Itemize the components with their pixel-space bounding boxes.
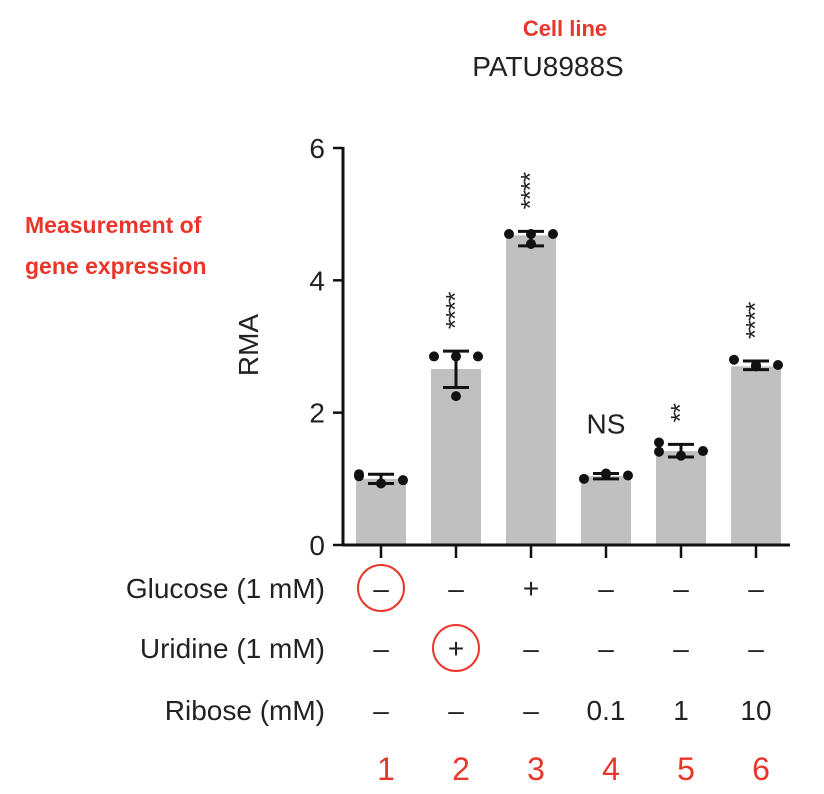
data-point xyxy=(751,360,761,371)
data-point xyxy=(504,229,514,240)
column-number: 2 xyxy=(452,751,470,787)
condition-value: 1 xyxy=(673,695,689,726)
ylabel-annotation-line1: Measurement of xyxy=(25,212,202,238)
bar xyxy=(506,235,556,545)
significance-label: **** xyxy=(740,302,770,339)
data-point xyxy=(526,229,536,240)
condition-value: 0.1 xyxy=(587,695,626,726)
data-point xyxy=(623,470,633,481)
bar xyxy=(356,478,406,545)
data-point xyxy=(548,229,558,240)
condition-label: Glucose (1 mM) xyxy=(126,573,325,604)
condition-value: – xyxy=(673,633,689,664)
data-point xyxy=(376,478,386,489)
data-point xyxy=(473,351,483,362)
data-point xyxy=(398,475,408,486)
data-point xyxy=(601,468,611,479)
condition-value: – xyxy=(448,695,464,726)
column-number: 1 xyxy=(377,751,395,787)
data-point xyxy=(698,446,708,457)
data-point xyxy=(526,238,536,249)
condition-value: + xyxy=(523,573,539,604)
annotation-circle xyxy=(432,624,480,672)
bar xyxy=(581,476,631,545)
significance-label: **** xyxy=(440,292,470,329)
condition-value: – xyxy=(523,633,539,664)
condition-value: – xyxy=(673,573,689,604)
condition-value: – xyxy=(598,573,614,604)
y-tick-label: 4 xyxy=(309,265,325,296)
data-point xyxy=(451,391,461,402)
condition-label: Ribose (mM) xyxy=(165,695,325,726)
condition-value: + xyxy=(448,633,464,664)
cell-line-annotation: Cell line xyxy=(523,16,607,41)
y-tick-label: 0 xyxy=(309,530,325,561)
condition-value: – xyxy=(523,695,539,726)
data-point xyxy=(654,446,664,457)
data-point xyxy=(354,471,364,482)
significance-label: ** xyxy=(665,403,695,422)
condition-value: – xyxy=(373,573,389,604)
column-number: 4 xyxy=(602,751,620,787)
data-point xyxy=(773,360,783,371)
condition-value: – xyxy=(748,573,764,604)
y-tick-label: 6 xyxy=(309,133,325,164)
data-point xyxy=(451,351,461,362)
data-point xyxy=(654,437,664,448)
column-number: 3 xyxy=(527,751,545,787)
chart-title: PATU8988S xyxy=(472,51,623,82)
data-point xyxy=(429,351,439,362)
ylabel-annotation-line2: gene expression xyxy=(25,253,207,279)
significance-label: **** xyxy=(515,172,545,209)
y-tick-label: 2 xyxy=(309,398,325,429)
condition-value: – xyxy=(748,633,764,664)
bar xyxy=(731,366,781,545)
data-point xyxy=(729,354,739,365)
column-number: 5 xyxy=(677,751,695,787)
condition-value: – xyxy=(373,633,389,664)
condition-value: 10 xyxy=(740,695,771,726)
condition-label: Uridine (1 mM) xyxy=(140,633,325,664)
y-axis-label: RMA xyxy=(233,314,264,377)
column-number: 6 xyxy=(752,751,770,787)
data-point xyxy=(579,473,589,484)
condition-value: – xyxy=(598,633,614,664)
annotation-circle xyxy=(357,564,405,612)
data-point xyxy=(676,450,686,461)
condition-value: – xyxy=(448,573,464,604)
significance-label: NS xyxy=(587,409,626,440)
condition-value: – xyxy=(373,695,389,726)
bar xyxy=(656,451,706,545)
